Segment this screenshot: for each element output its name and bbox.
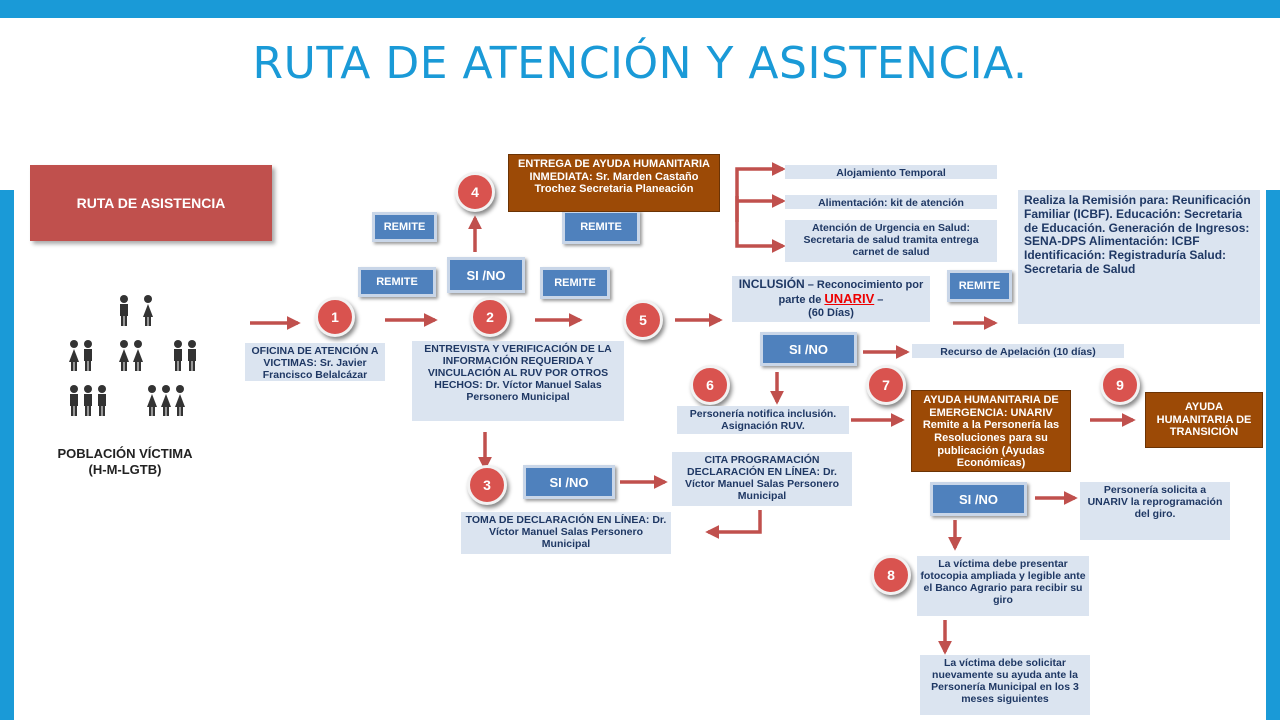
si-no-button-b[interactable]: SI /NO bbox=[523, 465, 615, 499]
remite-button-c[interactable]: REMITE bbox=[358, 267, 436, 297]
people-group-icon bbox=[69, 295, 196, 416]
inclusion-box: INCLUSIÓN – Reconocimiento por parte de … bbox=[732, 276, 930, 322]
remite-button-e[interactable]: REMITE bbox=[947, 270, 1012, 302]
arrow-to-alojamiento bbox=[735, 162, 786, 222]
left-accent-bar bbox=[0, 190, 14, 720]
alojamiento-box: Alojamiento Temporal bbox=[785, 165, 997, 179]
step-2-circle: 2 bbox=[470, 297, 510, 337]
connector-arrows bbox=[250, 162, 1136, 655]
remite-button-a[interactable]: REMITE bbox=[372, 212, 437, 242]
page-title: RUTA DE ATENCIÓN Y ASISTENCIA. bbox=[252, 38, 1028, 89]
remite-button-d[interactable]: REMITE bbox=[540, 267, 610, 299]
entrega-ayuda-box: ENTREGA DE AYUDA HUMANITARIA INMEDIATA: … bbox=[508, 154, 720, 212]
oficina-atencion-box: OFICINA DE ATENCIÓN A VICTIMAS: Sr. Javi… bbox=[245, 343, 385, 381]
step-9-circle: 9 bbox=[1100, 365, 1140, 405]
inclusion-mid: – Reconocimiento por parte de bbox=[778, 279, 924, 306]
remision-box: Realiza la Remisión para: Reunificación … bbox=[1018, 190, 1260, 324]
step-4-circle: 4 bbox=[455, 172, 495, 212]
recurso-apelacion-box: Recurso de Apelación (10 días) bbox=[912, 344, 1124, 358]
remite-button-b[interactable]: REMITE bbox=[562, 210, 640, 244]
poblacion-victima-label: POBLACIÓN VÍCTIMA (H-M-LGTB) bbox=[45, 446, 205, 477]
step-3-circle: 3 bbox=[467, 465, 507, 505]
alimentacion-box: Alimentación: kit de atención bbox=[785, 195, 997, 209]
poblacion-line-1: POBLACIÓN VÍCTIMA bbox=[57, 446, 193, 461]
inclusion-tail: – bbox=[874, 293, 884, 306]
step-1-circle: 1 bbox=[315, 297, 355, 337]
si-no-button-a[interactable]: SI /NO bbox=[447, 257, 525, 293]
toma-declaracion-box: TOMA DE DECLARACIÓN EN LÍNEA: Dr. Víctor… bbox=[461, 512, 671, 554]
entrevista-box: ENTREVISTA Y VERIFICACIÓN DE LA INFORMAC… bbox=[412, 341, 624, 421]
arrow-cita-to-toma bbox=[705, 510, 762, 539]
ayuda-emergencia-box: AYUDA HUMANITARIA DE EMERGENCIA: UNARIV … bbox=[911, 390, 1071, 472]
unariv-link[interactable]: UNARIV bbox=[824, 290, 875, 306]
si-no-button-c[interactable]: SI /NO bbox=[760, 332, 857, 366]
personeria-solicita-box: Personería solicita a UNARIV la reprogra… bbox=[1080, 482, 1230, 540]
flow-diagram: RUTA DE ASISTENCIA POBLACIÓN VÍCTIMA (H-… bbox=[15, 150, 1265, 720]
inclusion-days: (60 Días) bbox=[808, 306, 854, 319]
ayuda-transicion-box: AYUDA HUMANITARIA DE TRANSICIÓN bbox=[1145, 392, 1263, 448]
step-6-circle: 6 bbox=[690, 365, 730, 405]
top-accent-bar bbox=[0, 0, 1280, 18]
si-no-button-d[interactable]: SI /NO bbox=[930, 482, 1027, 516]
arrow-to-urgencia bbox=[735, 196, 786, 253]
urgencia-salud-box: Atención de Urgencia en Salud: Secretari… bbox=[785, 220, 997, 262]
victima-presentar-box: La víctima debe presentar fotocopia ampl… bbox=[917, 556, 1089, 616]
personeria-notifica-box: Personería notifica inclusión. Asignació… bbox=[677, 406, 849, 434]
poblacion-line-2: (H-M-LGTB) bbox=[88, 461, 162, 477]
right-accent-bar bbox=[1266, 190, 1280, 720]
ruta-asistencia-box: RUTA DE ASISTENCIA bbox=[30, 165, 272, 241]
inclusion-head: INCLUSIÓN bbox=[738, 277, 805, 291]
step-5-circle: 5 bbox=[623, 300, 663, 340]
step-7-circle: 7 bbox=[866, 365, 906, 405]
cita-programacion-box: CITA PROGRAMACIÓN DECLARACIÓN EN LÍNEA: … bbox=[672, 452, 852, 506]
victima-solicitar-box: La víctima debe solicitar nuevamente su … bbox=[920, 655, 1090, 715]
step-8-circle: 8 bbox=[871, 555, 911, 595]
